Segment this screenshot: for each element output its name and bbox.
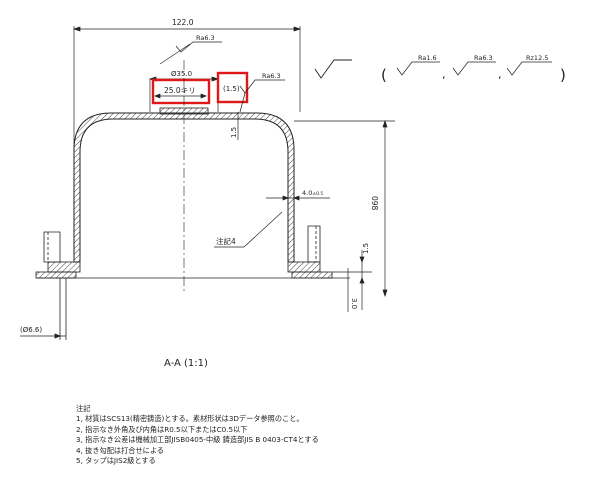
legend-comma-2: , xyxy=(498,68,502,81)
tap-label: 25.0キリ xyxy=(164,86,196,95)
tap-dimension-line xyxy=(154,93,207,99)
right-flange xyxy=(287,225,333,279)
roughness-legend-main-symbol xyxy=(314,59,352,79)
left-flange xyxy=(35,231,81,279)
base-dimension xyxy=(320,268,350,312)
legend-item-1: Ra1.6 xyxy=(418,54,437,62)
legend-symbol-2 xyxy=(452,61,496,76)
legend-item-3: Rz12.5 xyxy=(526,54,548,62)
height-label: 098 xyxy=(370,196,379,211)
boss-height-label: (1.5) xyxy=(223,85,240,93)
pin-label: (Ø6.6) xyxy=(20,326,42,334)
legend-close-paren: ) xyxy=(560,66,566,84)
note-item: 2, 指示なき外角及び内角はR0.5以下またはC0.5以下 xyxy=(76,424,248,434)
note-reference-label: 注記4 xyxy=(216,236,236,246)
notes-block: 注記 1, 材質はSCS13(精密鋳造)とする。素材形状は3Dデータ参照のこと。… xyxy=(76,404,436,466)
legend-symbol-1 xyxy=(396,61,440,76)
section-title: A-A (1:1) xyxy=(164,358,208,369)
base-label: 3.0 xyxy=(350,298,358,309)
rim-thickness-dimension xyxy=(266,195,330,201)
notes-heading: 注記 xyxy=(76,404,91,413)
top-roughness-label: Ra6.3 xyxy=(196,34,215,42)
boss-diameter-label: Ø35.0 xyxy=(171,70,192,78)
top-boss xyxy=(159,107,209,115)
wall-thickness-label: 1.5 xyxy=(230,127,238,138)
overall-width-label: 122.0 xyxy=(172,18,194,27)
boss-roughness-label: Ra6.3 xyxy=(262,72,281,80)
note-item: 5, タップはJIS2級とする xyxy=(76,456,156,466)
legend-comma-1: , xyxy=(442,68,446,81)
flange-dimension xyxy=(332,250,372,310)
legend-open-paren: ( xyxy=(381,66,387,84)
top-roughness-symbol xyxy=(159,41,222,65)
height-dimension xyxy=(294,119,395,298)
tap-highlight-box xyxy=(151,78,211,105)
note-item: 3, 指示なき公差は機械加工部JISB0405-中級 鋳造部JIS B 0403… xyxy=(76,435,319,445)
boss-roughness-symbol xyxy=(239,79,285,113)
boss-height-highlight-box xyxy=(216,71,249,104)
note-reference-leader xyxy=(214,211,283,248)
legend-symbol-3 xyxy=(506,61,552,76)
note-item: 4, 抜き勾配は打合せによる xyxy=(76,445,164,455)
legend-item-2: Ra6.3 xyxy=(474,54,493,62)
note-item: 1, 材質はSCS13(精密鋳造)とする。素材形状は3Dデータ参照のこと。 xyxy=(76,414,304,424)
pin xyxy=(20,278,67,340)
rim-thickness-label: 4.0±0.5 xyxy=(302,189,323,197)
flange-label: 1.5 xyxy=(362,243,370,254)
